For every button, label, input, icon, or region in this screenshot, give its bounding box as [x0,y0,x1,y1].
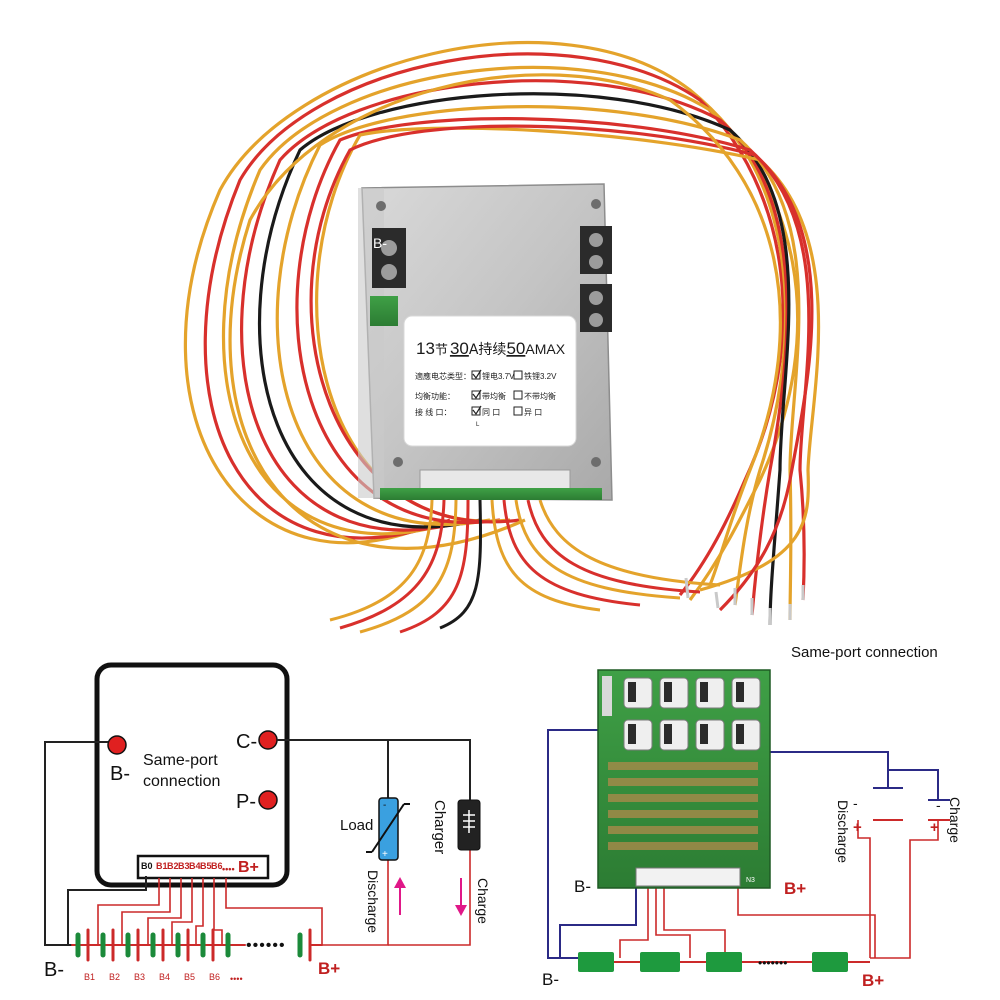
screw-icon [591,199,601,209]
terminal-bminus-label: B- [110,763,130,785]
label-row-port: 接 线 口： [415,407,451,417]
pminus-terminal-icon [258,790,278,810]
right-negative-wiring [547,729,939,959]
negative-wiring [44,739,471,946]
svg-text:-: - [383,800,386,811]
cell-string-ellipsis: •••••• [246,937,286,954]
svg-text:B1: B1 [84,972,95,982]
screw-icon [393,457,403,467]
screw-icon [591,457,601,467]
board-pin-labels: B0 B1 B2 B3 B4 B5 B6 •••• [141,861,235,874]
right-cell-string: ••••••• [578,952,870,972]
charger-icon [457,799,481,851]
svg-text:N3: N3 [746,877,755,884]
svg-text:B6: B6 [211,861,223,871]
right-wiring-diagram: Same-port connection [542,644,963,990]
charge-arrow-icon [455,878,467,916]
right-balance-connector [635,867,741,887]
right-balance-wiring [619,820,939,959]
discharge-terminal-icon [873,787,903,821]
bplus-on-board-label: B+ [238,859,259,876]
right-cell-ellipsis: ••••••• [758,956,787,970]
svg-text:同 口: 同 口 [482,408,500,417]
balance-wire-harness [183,41,821,626]
svg-text:B6: B6 [209,972,220,982]
charge-label: Charge [475,878,491,924]
label-row-cell-type: 適應电芯类型： [415,371,471,381]
terminal-pminus-label: P- [236,791,256,813]
svg-text:铁锂3.2V: 铁锂3.2V [524,371,557,381]
svg-text:不带均衡: 不带均衡 [524,391,556,401]
left-wiring-diagram: Same-port connection B- C- P- B0 B1 B2 B… [44,662,491,984]
wire-bundle [329,499,721,634]
cminus-terminal-icon [258,730,278,750]
right-diagram-title: Same-port connection [791,644,938,661]
svg-text:锂电3.7V: 锂电3.7V [482,371,515,381]
bottom-bminus-label: B- [542,970,559,989]
svg-text:B4: B4 [189,861,201,871]
svg-text:-: - [936,797,941,813]
svg-text:-: - [853,795,858,811]
label-row-balance: 均衡功能： [415,391,455,401]
svg-text:+: + [382,849,388,860]
board-bplus-label: B+ [784,879,806,898]
right-charge-label: Charge [947,797,963,843]
svg-text:L: L [476,422,480,428]
bplus-label: B+ [318,959,340,978]
checkbox-icon [513,370,523,380]
balance-connector [419,469,571,491]
charge-terminal-icon [928,799,950,821]
cell-string: •••••• [71,928,323,962]
discharge-label: Discharge [365,870,381,933]
svg-text:+: + [853,819,862,836]
svg-text:B0: B0 [141,861,153,871]
svg-text:B3: B3 [178,861,190,871]
svg-text:B3: B3 [134,972,145,982]
mosfet-heatsinks [623,677,761,751]
load-resistor: - + [366,797,410,861]
component-rows [608,762,758,850]
cell-labels: B1 B2 B3 B4 B5 B6 •••• [84,972,243,984]
bottom-bplus-label: B+ [862,971,884,990]
svg-text:B5: B5 [200,861,212,871]
bminus-label: B- [44,959,64,981]
screw-icon [376,201,386,211]
board-bminus-marking: B- [373,235,387,251]
checkbox-icon [513,390,523,400]
bms-pcb: N3 [597,669,771,889]
bminus-terminal-icon [107,735,127,755]
svg-text:B2: B2 [167,861,179,871]
svg-text:带均衡: 带均衡 [482,391,506,401]
svg-text:••••: •••• [230,974,243,984]
svg-text:B2: B2 [109,972,120,982]
balance-wiring [97,850,471,946]
board-bminus-label: B- [574,877,591,896]
discharge-arrow-icon [394,877,406,915]
svg-text:异 口: 异 口 [524,408,542,417]
svg-text:••••: •••• [222,864,235,874]
charger-label: Charger [431,800,448,854]
right-discharge-label: Discharge [835,800,851,863]
svg-text:B4: B4 [159,972,170,982]
svg-text:B5: B5 [184,972,195,982]
checkbox-icon [513,406,523,416]
terminal-cminus-label: C- [236,731,257,753]
svg-text:+: + [930,819,939,836]
bms-caption-line2: connection [143,773,220,790]
bms-caption-line1: Same-port [143,752,218,769]
svg-text:B1: B1 [156,861,168,871]
wire-tips [684,577,805,625]
load-label: Load [340,817,373,834]
